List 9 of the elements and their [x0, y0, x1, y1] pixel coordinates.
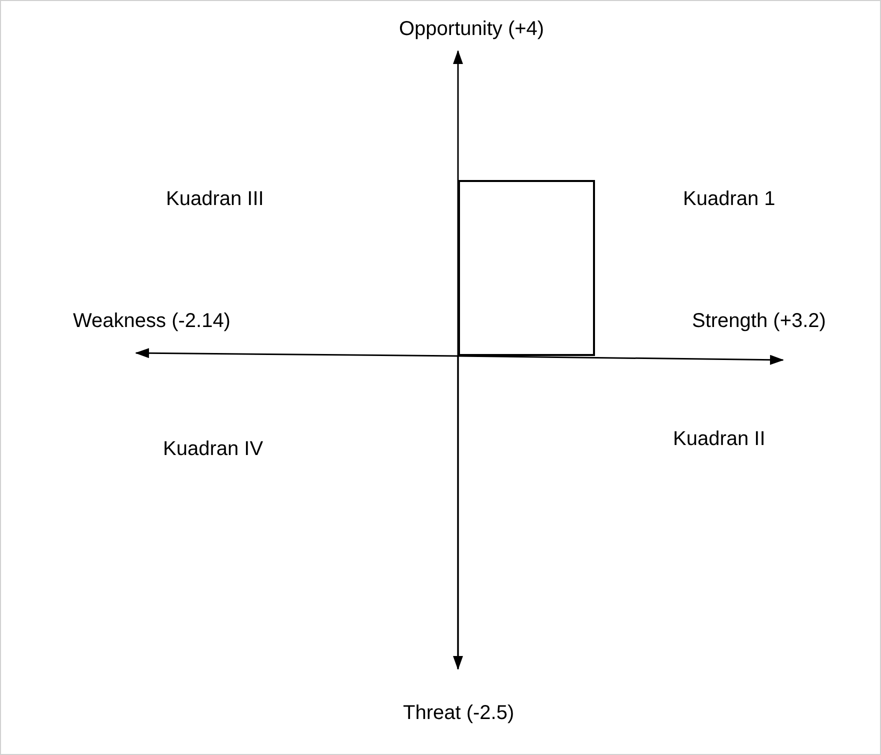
axis-label: Strength (+3.2) [692, 309, 826, 333]
axis-label: Threat (-2.5) [403, 701, 514, 725]
axis-label: Weakness (-2.14) [73, 309, 230, 333]
quadrant-label: Kuadran IV [163, 437, 264, 461]
plot-rectangle [458, 180, 595, 356]
quadrant-label: Kuadran II [673, 427, 766, 451]
quadrant-label: Kuadran 1 [683, 187, 776, 211]
axis-label: Opportunity (+4) [399, 17, 544, 41]
quadrant-label: Kuadran III [166, 187, 264, 211]
